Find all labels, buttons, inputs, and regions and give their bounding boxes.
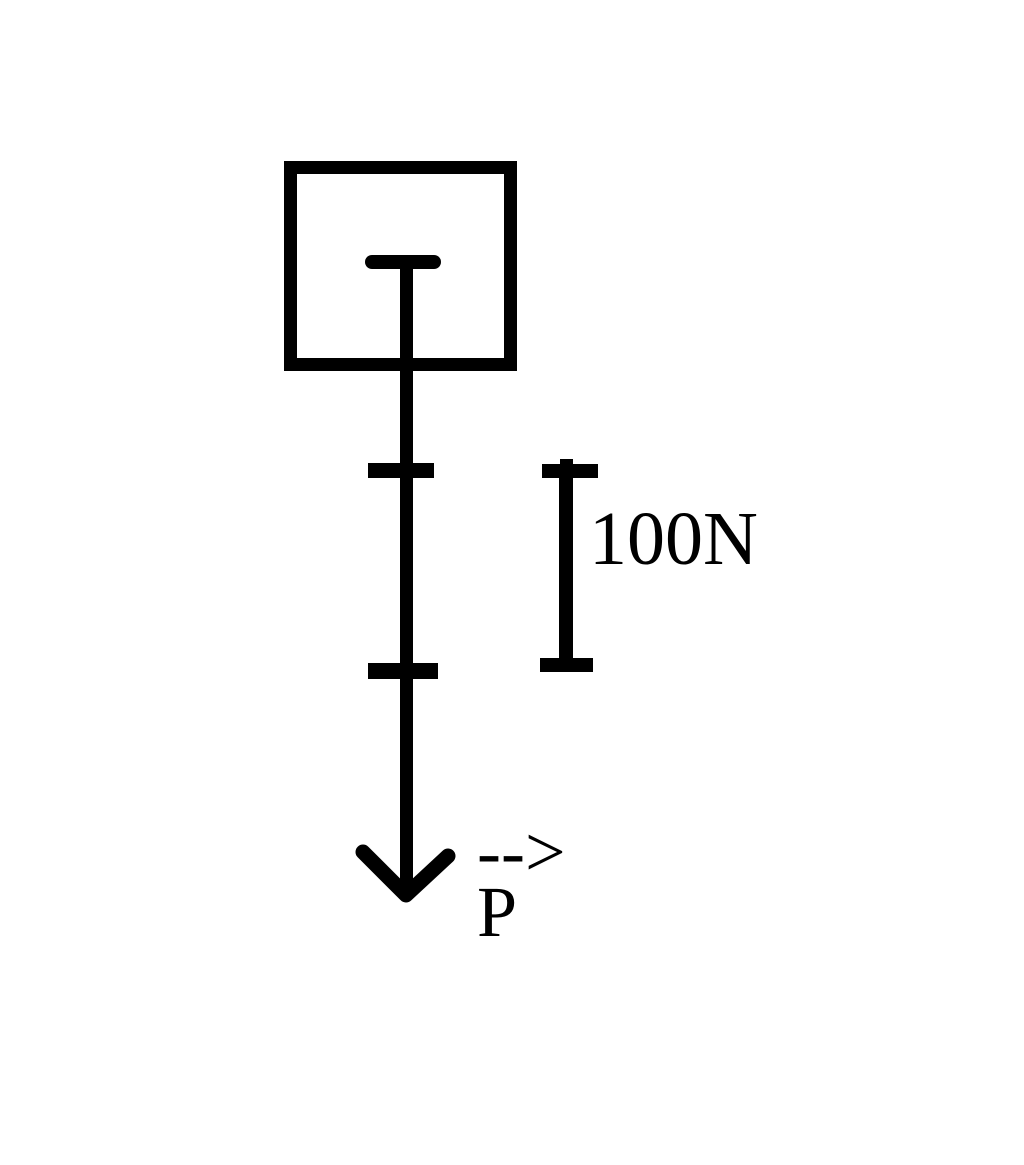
- vector-arrow-mark: -->: [477, 812, 566, 892]
- scale-bar-line: [559, 470, 573, 668]
- scale-bar-top-cap: [542, 464, 598, 478]
- vector-name-label: P: [477, 872, 518, 952]
- arrowhead-icon: [355, 844, 456, 903]
- scale-bar-top-nub: [560, 459, 573, 467]
- attachment-bar: [365, 255, 441, 269]
- force-vector-shaft: [400, 266, 413, 890]
- block-outline: [284, 161, 517, 371]
- scale-bar-bottom-cap: [540, 658, 593, 672]
- force-tick-mark-upper: [368, 463, 434, 478]
- scale-value-label: 100N: [589, 497, 758, 581]
- force-tick-mark-lower: [368, 663, 438, 679]
